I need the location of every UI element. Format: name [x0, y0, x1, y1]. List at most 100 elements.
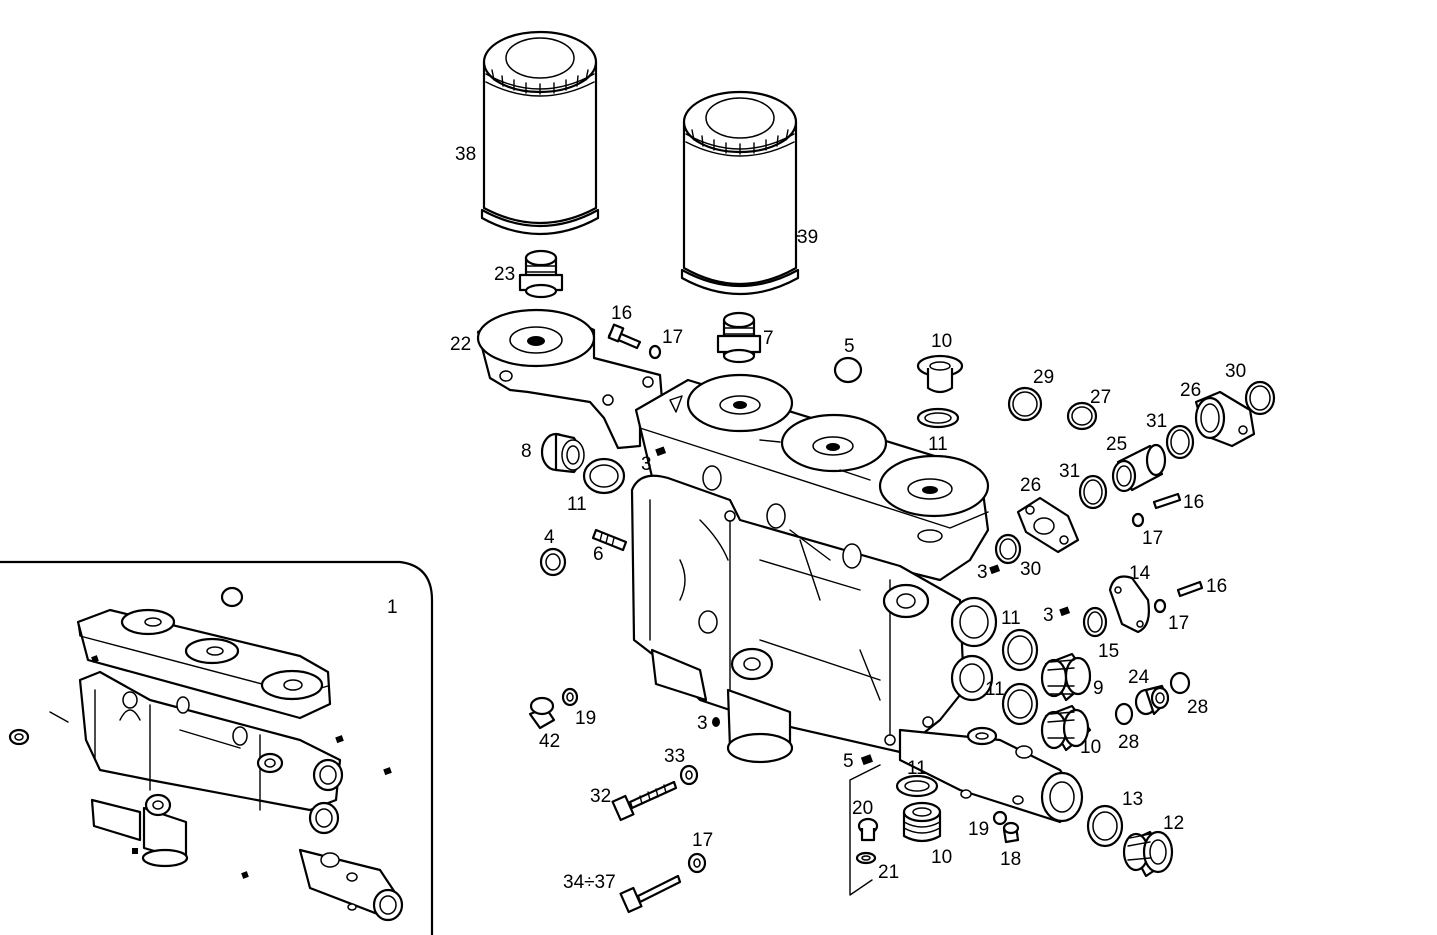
plug-10-right	[1040, 704, 1092, 752]
nipple-23	[518, 249, 564, 299]
flange-26-top	[1194, 390, 1256, 448]
nipple-7	[716, 311, 762, 364]
grub-5	[860, 754, 874, 766]
plug-20	[857, 817, 879, 842]
callout-10b: 10	[1080, 737, 1101, 758]
callout-17d: 17	[692, 830, 713, 851]
callout-12: 12	[1163, 813, 1184, 834]
callout-15: 15	[1098, 641, 1119, 662]
callout-30b: 30	[1020, 559, 1041, 580]
grub-3c	[1059, 606, 1071, 617]
callout-11a: 11	[928, 434, 948, 455]
cover-14	[1108, 575, 1150, 634]
callout-11e: 11	[907, 758, 927, 779]
plug-8	[540, 432, 585, 474]
plug-10-top	[916, 354, 964, 394]
plug-42	[528, 696, 556, 730]
callout-3a: 3	[641, 454, 652, 475]
bolt-32	[611, 780, 678, 822]
callout-6: 6	[593, 544, 604, 565]
cap-5	[833, 356, 863, 384]
washer-17	[648, 344, 662, 360]
callout-19a: 19	[575, 708, 596, 729]
callout-17b: 17	[1142, 528, 1163, 549]
callout-29: 29	[1033, 367, 1054, 388]
ring-28-right	[1169, 671, 1191, 695]
plug-10-bottom	[902, 801, 942, 843]
callout-18: 18	[1000, 849, 1021, 870]
grub-3a	[655, 446, 667, 457]
callout-38: 38	[455, 144, 476, 165]
callout-32: 32	[590, 786, 611, 807]
callout-14: 14	[1129, 563, 1151, 584]
callout-10c: 10	[931, 847, 952, 868]
callout-17a: 17	[662, 327, 683, 348]
callout-5b: 5	[843, 751, 854, 772]
callout-23: 23	[494, 264, 515, 285]
bolt-16-mid	[1152, 492, 1182, 510]
callout-4: 4	[544, 527, 555, 548]
callout-16c: 16	[1206, 576, 1227, 597]
callout-labels: 38 39 23 22 16 17 7 5 10 11 29 27 30 26 …	[450, 144, 1246, 893]
leader-lines	[483, 153, 801, 237]
callout-13: 13	[1122, 789, 1143, 810]
callout-22: 22	[450, 334, 471, 355]
callout-21: 21	[878, 862, 899, 883]
bolt-16-low	[1176, 580, 1204, 598]
callout-3c: 3	[1043, 605, 1054, 626]
callout-8: 8	[521, 441, 532, 462]
flange-26-mid	[1016, 496, 1080, 554]
oil-filter-39	[680, 90, 800, 296]
plug-12	[1122, 830, 1174, 878]
ring-28-left	[1114, 702, 1134, 726]
callout-16b: 16	[1183, 492, 1204, 513]
callout-28b: 28	[1118, 732, 1139, 753]
callout-5a: 5	[844, 336, 855, 357]
callout-19b: 19	[968, 819, 989, 840]
callout-3d: 3	[697, 713, 708, 734]
callout-33: 33	[664, 746, 685, 767]
callout-39: 39	[797, 227, 818, 248]
oil-filter-38	[480, 30, 600, 236]
callout-25: 25	[1106, 434, 1127, 455]
callout-17c: 17	[1168, 613, 1189, 634]
washer-19-right	[992, 810, 1008, 826]
washer-17-low	[1153, 598, 1167, 614]
callout-31a: 31	[1146, 411, 1167, 432]
callout-7: 7	[763, 328, 774, 349]
grub-3b	[989, 564, 1001, 575]
filter-head-22	[476, 308, 664, 450]
inset-stud	[49, 711, 69, 723]
callout-10a: 10	[931, 331, 952, 352]
inset-housing	[76, 608, 404, 922]
fitting-18	[1002, 821, 1020, 844]
callout-28a: 28	[1187, 697, 1208, 718]
callout-16a: 16	[611, 303, 632, 324]
callout-27: 27	[1090, 387, 1111, 408]
inset-cap	[220, 586, 244, 608]
main-housing	[630, 373, 1084, 824]
callout-20: 20	[852, 798, 873, 819]
callout-26b: 26	[1020, 475, 1041, 496]
inset-label: 1	[387, 597, 398, 618]
sleeve-25	[1111, 443, 1167, 493]
callout-3b: 3	[977, 562, 988, 583]
bolt-34-37	[619, 874, 682, 914]
callout-11d: 11	[985, 679, 1005, 700]
group-bracket	[849, 764, 881, 896]
washer-17-mid	[1131, 512, 1145, 528]
inset-panel: 1	[0, 560, 434, 935]
callout-24: 24	[1128, 667, 1150, 688]
callout-11b: 11	[567, 494, 587, 515]
callout-9: 9	[1093, 678, 1104, 699]
grub-3d	[712, 717, 720, 727]
callout-31b: 31	[1059, 461, 1080, 482]
fitting-24	[1134, 684, 1170, 716]
callout-42: 42	[539, 731, 560, 752]
plug-9	[1040, 652, 1092, 702]
callout-11c: 11	[1001, 608, 1021, 629]
callout-34-37: 34÷37	[563, 872, 616, 893]
callout-30a: 30	[1225, 361, 1246, 382]
callout-26a: 26	[1180, 380, 1201, 401]
